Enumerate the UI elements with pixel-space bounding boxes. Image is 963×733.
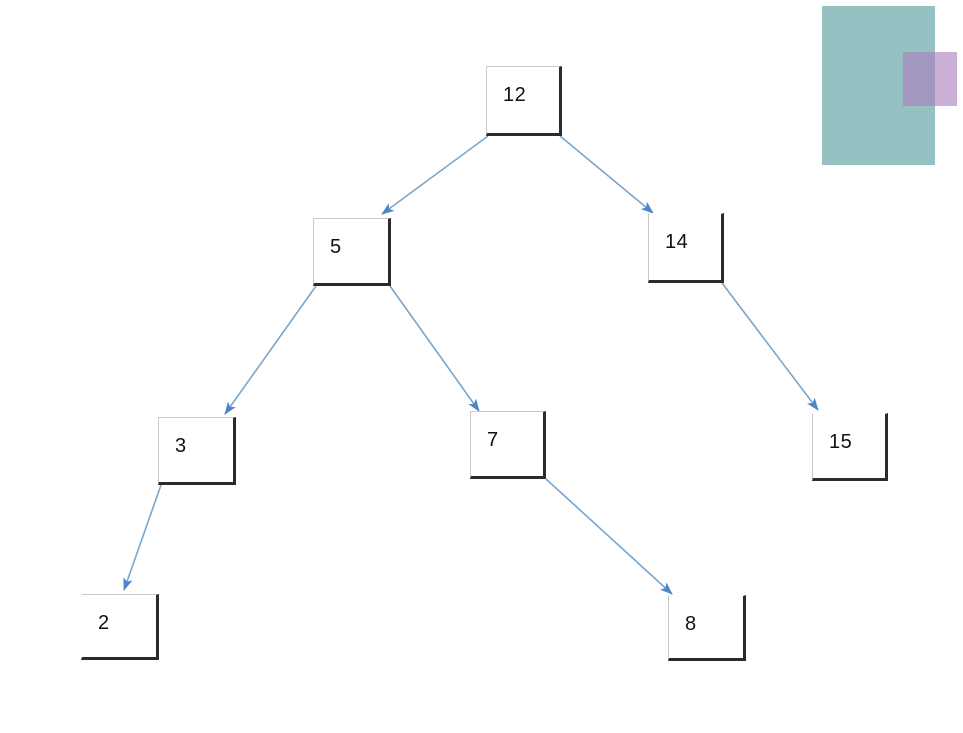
tree-edge-n3-to-n2: [123, 484, 162, 591]
tree-node-label: 14: [665, 231, 689, 253]
tree-node-8[interactable]: 8: [668, 595, 746, 661]
tree-node-2[interactable]: 2: [81, 594, 159, 660]
tree-node-15[interactable]: 15: [812, 413, 888, 481]
tree-edge-n5-to-n7: [389, 285, 480, 412]
tree-edge-n7-to-n8: [545, 478, 673, 595]
tree-edge-n14-to-n15: [721, 282, 819, 411]
tree-edge-n12-to-n5: [381, 135, 489, 215]
tree-node-label: 8: [685, 613, 697, 635]
tree-node-label: 15: [829, 431, 853, 453]
tree-edge-n5-to-n3: [224, 285, 317, 415]
tree-node-label: 12: [503, 84, 527, 106]
tree-node-12[interactable]: 12: [486, 66, 562, 136]
tree-node-7[interactable]: 7: [470, 411, 546, 479]
tree-node-5[interactable]: 5: [313, 218, 391, 286]
tree-node-label: 2: [98, 612, 110, 634]
edge-group: [123, 135, 819, 595]
tree-node-14[interactable]: 14: [648, 213, 724, 283]
tree-edge-n12-to-n14: [559, 135, 654, 214]
tree-node-label: 5: [330, 236, 342, 258]
tree-node-label: 3: [175, 435, 187, 457]
tree-node-label: 7: [487, 429, 499, 451]
purple-rectangle-decoration: [903, 52, 957, 106]
tree-node-3[interactable]: 3: [158, 417, 236, 485]
